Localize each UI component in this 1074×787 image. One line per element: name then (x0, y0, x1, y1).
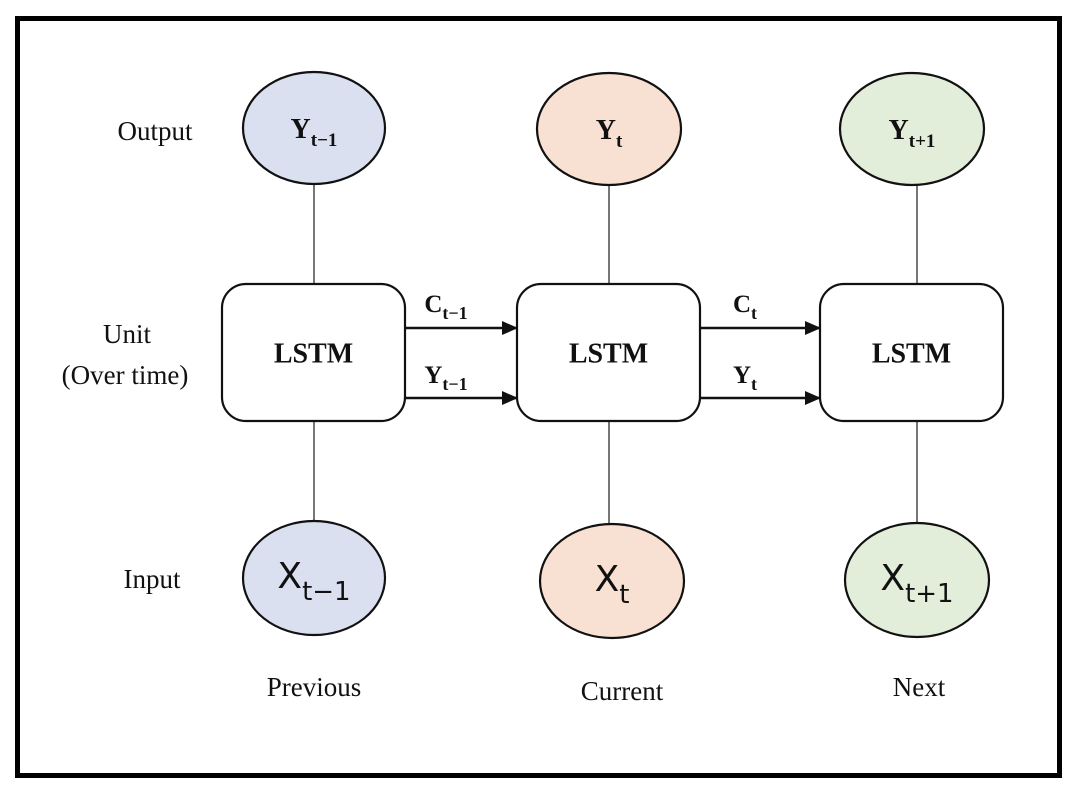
input-label-current: Xt (595, 559, 630, 610)
hidden-state-label-base: Y (424, 362, 442, 389)
cell-state-label: Ct (733, 291, 757, 323)
output-label-next-subscript: t+1 (909, 131, 936, 152)
hidden-state-label: Yt−1 (424, 362, 467, 394)
input-label-next: Xt+1 (880, 558, 953, 609)
input-node-next (843, 521, 991, 639)
diagram-frame (15, 16, 1062, 778)
input-node-current (538, 522, 686, 640)
hidden-state-label-base: Y (733, 362, 751, 389)
input-node-previous (241, 519, 387, 637)
lstm-unit-previous (220, 282, 407, 423)
hidden-state-label-subscript: t (751, 374, 757, 394)
column-label-current: Current (581, 676, 664, 706)
input-label-current-subscript: t (619, 580, 629, 610)
lstm-label-current: LSTM (569, 339, 648, 370)
row-label-over-time: (Over time) (62, 360, 189, 390)
output-label-previous-subscript: t−1 (311, 130, 338, 151)
input-label-previous-subscript: t−1 (302, 577, 351, 607)
output-node-next (838, 71, 986, 187)
lstm-unit-next (818, 282, 1005, 423)
output-label-next: Yt+1 (889, 115, 936, 152)
lstm-label-previous: LSTM (274, 339, 353, 370)
output-label-previous: Yt−1 (291, 114, 338, 151)
cell-state-label-base: C (424, 291, 442, 318)
row-label-output: Output (117, 116, 193, 146)
edge-previous-to-current: Ct−1Yt−1 (405, 291, 518, 405)
output-label-next-base: Y (889, 115, 909, 146)
input-label-next-base: X (880, 558, 905, 599)
lstm-label-next: LSTM (872, 339, 951, 370)
row-label-input: Input (124, 564, 181, 594)
input-label-previous: Xt−1 (277, 556, 350, 607)
column-label-previous: Previous (267, 672, 362, 702)
input-label-current-base: X (595, 559, 620, 600)
cell-state-label-subscript: t (751, 303, 757, 323)
cell-state-label-subscript: t−1 (442, 303, 467, 323)
row-label-unit: Unit (103, 319, 152, 349)
column-label-next: Next (893, 672, 946, 702)
hidden-state-label: Yt (733, 362, 757, 394)
cell-state-label-base: C (733, 291, 751, 318)
input-label-previous-base: X (277, 556, 302, 597)
input-label-next-subscript: t+1 (905, 579, 954, 609)
output-node-current (535, 71, 683, 187)
output-label-current: Yt (596, 115, 623, 152)
output-node-previous (241, 70, 387, 186)
output-label-current-base: Y (596, 115, 616, 146)
output-label-current-subscript: t (616, 131, 623, 152)
output-label-previous-base: Y (291, 114, 311, 145)
cell-state-label: Ct−1 (424, 291, 467, 323)
lstm-unit-current (515, 282, 702, 423)
hidden-state-label-subscript: t−1 (442, 374, 467, 394)
